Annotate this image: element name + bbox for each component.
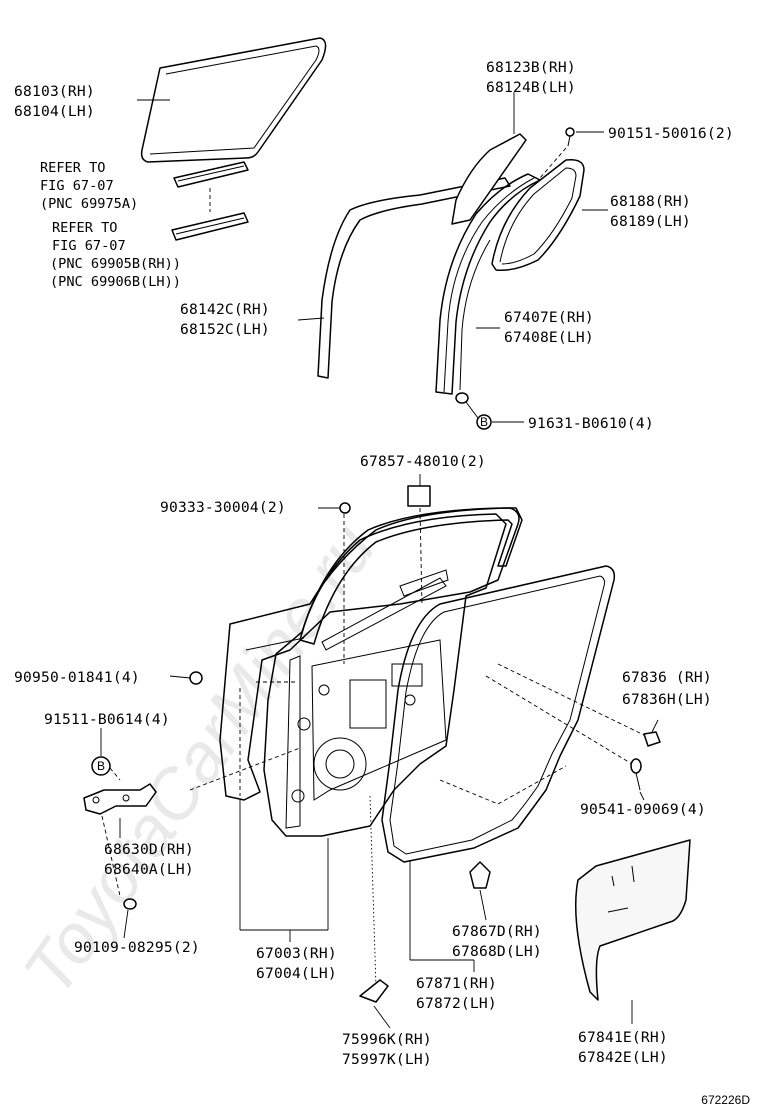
- door-window-frame: [299, 507, 523, 645]
- retainer-icon: [643, 731, 661, 747]
- label-refer1-line2: FIG 67-07: [40, 178, 114, 194]
- label-division-bar-lh: 67408E(LH): [504, 329, 594, 346]
- label-run-channel-lh: 68152C(LH): [180, 321, 270, 338]
- label-service-cover-rh: 67841E(RH): [578, 1029, 668, 1046]
- screw-icon: [565, 127, 575, 147]
- glass-channel-piece: [173, 161, 249, 188]
- clip-icon: [469, 861, 491, 889]
- marker-b2-icon: [91, 756, 111, 776]
- label-cover-small-rh: 75996K(RH): [342, 1031, 432, 1048]
- label-refer2-line1: REFER TO: [52, 220, 117, 236]
- door-hinge: [83, 783, 157, 815]
- label-retainer-lh: 67836H(LH): [622, 691, 712, 708]
- label-door-panel-lh: 67004(LH): [256, 965, 337, 982]
- bumper-icon: [630, 758, 642, 791]
- label-glass-lh: 68104(LH): [14, 103, 95, 120]
- label-clip-rh: 67867D(RH): [452, 923, 542, 940]
- label-retainer-rh: 67836 (RH): [622, 669, 712, 686]
- label-service-cover-lh: 67842E(LH): [578, 1049, 668, 1066]
- seal-pad-icon: [407, 485, 431, 507]
- glass-regulator-piece: [171, 212, 249, 241]
- label-quarter-glass-rh: 68188(RH): [610, 193, 691, 210]
- marker-b-icon: [476, 414, 492, 430]
- label-refer2-line3: (PNC 69905B(RH)): [50, 256, 181, 272]
- quarter-window-glass: [491, 158, 585, 272]
- label-cover-small-lh: 75997K(LH): [342, 1051, 432, 1068]
- label-weatherstrip-lh: 67872(LH): [416, 995, 497, 1012]
- label-weatherstrip-rh: 67871(RH): [416, 975, 497, 992]
- small-cover: [359, 979, 389, 1003]
- label-refer2-line4: (PNC 69906B(LH)): [50, 274, 181, 290]
- label-bolt-b: 91631-B0610(4): [528, 415, 654, 432]
- label-cover-plate-lh: 68124B(LH): [486, 79, 576, 96]
- bolt-icon: [455, 392, 469, 404]
- cover-plate: [451, 133, 527, 225]
- label-seal-pad: 67857-48010(2): [360, 453, 486, 470]
- label-bolt-b2: 91511-B0614(4): [44, 711, 170, 728]
- label-quarter-glass-lh: 68189(LH): [610, 213, 691, 230]
- label-refer2-line2: FIG 67-07: [52, 238, 126, 254]
- label-division-bar-rh: 67407E(RH): [504, 309, 594, 326]
- watermark: ToyotaCarMine.ru: [8, 510, 390, 1008]
- label-door-panel-rh: 67003(RH): [256, 945, 337, 962]
- label-hinge-rh: 68630D(RH): [104, 841, 194, 858]
- door-glass: [140, 37, 327, 163]
- service-hole-cover: [574, 839, 691, 1001]
- label-screw-top: 90151-50016(2): [608, 125, 734, 142]
- label-run-channel-rh: 68142C(RH): [180, 301, 270, 318]
- hole-plug-icon: [339, 502, 351, 514]
- marker-b2-label: B: [97, 759, 105, 773]
- door-weatherstrip: [381, 565, 616, 863]
- label-hinge-bolt: 90109-08295(2): [74, 939, 200, 956]
- label-glass-rh: 68103(RH): [14, 83, 95, 100]
- label-nut: 90950-01841(4): [14, 669, 140, 686]
- label-refer1-line1: REFER TO: [40, 160, 105, 176]
- label-hinge-lh: 68640A(LH): [104, 861, 194, 878]
- marker-b-label: B: [480, 415, 488, 429]
- label-hole-plug: 90333-30004(2): [160, 499, 286, 516]
- door-glass-run-channel: [317, 177, 511, 379]
- label-bumper: 90541-09069(4): [580, 801, 706, 818]
- labels-layer: 68103(RH) 68104(LH) REFER TO FIG 67-07 (…: [14, 59, 750, 1107]
- label-cover-plate-rh: 68123B(RH): [486, 59, 576, 76]
- label-clip-lh: 67868D(LH): [452, 943, 542, 960]
- nut-icon: [189, 671, 203, 685]
- label-refer1-line3: (PNC 69975A): [40, 196, 138, 212]
- diagram-code: 672226D: [701, 1093, 750, 1107]
- hinge-bolt-icon: [123, 898, 137, 910]
